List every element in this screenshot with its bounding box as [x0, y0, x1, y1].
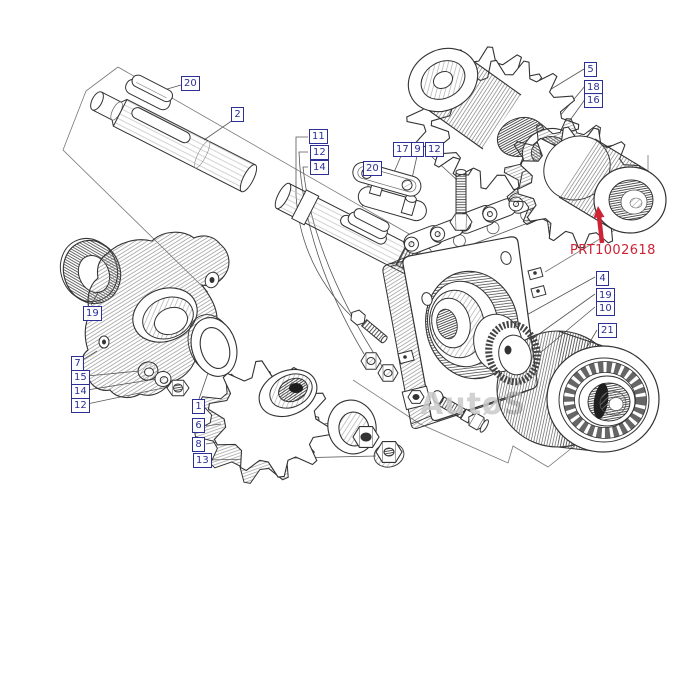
callout-6-sprocket[interactable]: 6	[192, 418, 205, 433]
callout-13-nut[interactable]: 13	[193, 453, 212, 468]
gasket-ring	[187, 314, 238, 377]
highlighted-sprocket-hub	[496, 107, 667, 266]
highlighted-part-number[interactable]: PRT1002618	[570, 243, 656, 258]
callout-17-link[interactable]: 17	[393, 142, 412, 157]
callout-11[interactable]: 11	[309, 129, 328, 144]
callout-15-washer[interactable]: 15	[71, 370, 90, 385]
roller-bearing	[496, 330, 660, 453]
callout-10-spacer[interactable]: 10	[596, 301, 615, 316]
callout-12[interactable]: 12	[310, 145, 329, 160]
hex-nut-end	[373, 441, 405, 468]
hex-nut-small-a	[360, 352, 382, 370]
hex-bolt	[437, 395, 489, 433]
callout-7-bracket[interactable]: 7	[71, 356, 84, 371]
seal-and-lockwasher-stack	[473, 313, 541, 386]
callout-19-seal-left[interactable]: 19	[83, 306, 102, 321]
callout-9-link[interactable]: 9	[411, 142, 424, 157]
callout-21-bearing[interactable]: 21	[598, 323, 617, 338]
shaft-key-rear	[347, 208, 390, 240]
callout-4-ring[interactable]: 4	[596, 271, 609, 286]
callout-2-shaft[interactable]: 2	[231, 107, 244, 122]
highlight-arrowhead-icon	[593, 206, 605, 218]
shaft-key-front	[125, 74, 174, 111]
callout-16-bush[interactable]: 16	[584, 93, 603, 108]
callout-14-lockwasher[interactable]: 14	[71, 384, 90, 399]
tension-bolt	[449, 169, 473, 231]
plate-tabs	[397, 267, 547, 365]
callout-14[interactable]: 14	[310, 160, 329, 175]
callout-5-sprocket[interactable]: 5	[584, 62, 597, 77]
highlight-arrow	[593, 206, 605, 244]
callout-20-key-rear[interactable]: 20	[363, 161, 382, 176]
callout-20-key-front[interactable]: 20	[181, 76, 200, 91]
bearing-rollers	[563, 361, 647, 439]
idler-sprocket	[187, 340, 350, 497]
square-washer-nut	[401, 385, 432, 411]
hex-nut-small-b	[377, 364, 399, 382]
callout-19-seal-right[interactable]: 19	[596, 288, 615, 303]
callout-12-nut[interactable]: 12	[71, 398, 90, 413]
stud-bolt	[350, 309, 388, 344]
knurled-ring	[485, 320, 541, 386]
callout-12-link[interactable]: 12	[425, 142, 444, 157]
callout-8-washer[interactable]: 8	[192, 437, 205, 452]
washer-lockwasher-nut	[137, 361, 190, 397]
callout-1-gasket[interactable]: 1	[192, 399, 205, 414]
callout-18-bearing[interactable]: 18	[584, 80, 603, 95]
retainer-washer	[327, 399, 380, 455]
drive-shaft-front	[90, 91, 258, 193]
